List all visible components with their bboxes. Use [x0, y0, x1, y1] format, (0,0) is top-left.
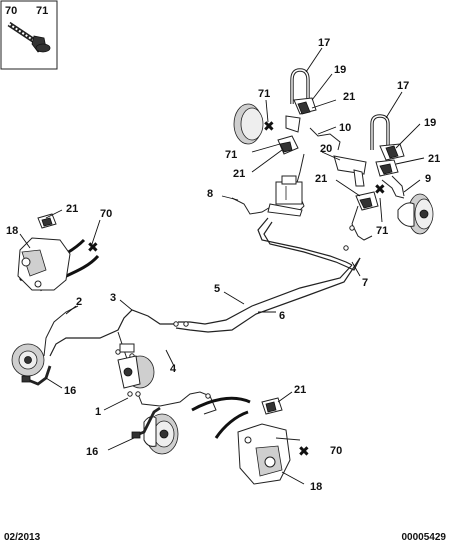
callout-2: 2	[76, 296, 82, 308]
callout-71-mid: 71	[225, 149, 237, 161]
leader-lines	[19, 47, 425, 485]
callout-21-right: 21	[428, 153, 440, 165]
rear-right-assembly	[333, 114, 434, 235]
pipe-7a	[257, 217, 353, 266]
bottom-wheel-assembly	[131, 406, 179, 455]
bolt-inset-box: 70 71	[0, 0, 58, 70]
hose-bottom	[191, 396, 251, 412]
callout-18-bottom: 18	[310, 481, 322, 493]
center-caliper	[117, 343, 155, 389]
abs-block	[267, 175, 303, 217]
callout-16-left: 16	[64, 385, 76, 397]
footer-reference: 00005429	[402, 532, 447, 543]
pipe-right-hose	[381, 179, 405, 199]
pipe-10-upper	[309, 127, 341, 151]
callout-1: 1	[95, 406, 101, 418]
pipe-6	[175, 257, 361, 333]
pipe-8	[231, 197, 273, 215]
callout-21-bottom: 21	[294, 384, 306, 396]
bolt-cross-icon: ✖	[374, 182, 386, 198]
callout-70-bottom: 70	[330, 445, 342, 457]
svg-text:✖: ✖	[374, 182, 386, 198]
callout-17-right: 17	[397, 80, 409, 92]
callout-16-bottom: 16	[86, 446, 98, 458]
pipe-5	[178, 264, 353, 325]
callout-70-box: 70	[5, 5, 17, 17]
front-right-assembly	[237, 397, 301, 485]
callout-71-right: 71	[376, 225, 388, 237]
callout-71-box: 71	[36, 5, 48, 17]
callout-21-left: 21	[66, 203, 78, 215]
bolt-cross-icon: ✖	[263, 119, 275, 135]
callout-6: 6	[279, 310, 285, 322]
callout-21-mid: 21	[315, 173, 327, 185]
bolt-markers: ✖ ✖ ✖ ✖	[87, 119, 386, 460]
callout-21-top-b: 21	[233, 168, 245, 180]
bolt-cross-icon: ✖	[298, 444, 310, 460]
callout-10: 10	[339, 122, 351, 134]
svg-text:✖: ✖	[87, 240, 99, 256]
pipe-3	[49, 309, 176, 357]
callout-7: 7	[362, 277, 368, 289]
callout-18-left: 18	[6, 225, 18, 237]
pipe-7b	[263, 221, 361, 271]
callout-21-top-a: 21	[343, 91, 355, 103]
callout-70-left: 70	[100, 208, 112, 220]
callout-9: 9	[425, 173, 431, 185]
callout-17-top: 17	[318, 37, 330, 49]
svg-text:✖: ✖	[298, 444, 310, 460]
callout-8: 8	[207, 188, 213, 200]
brake-pipes	[43, 127, 405, 415]
pipe-1	[137, 391, 217, 415]
rear-left-assembly	[233, 68, 317, 155]
callout-20: 20	[320, 143, 332, 155]
footer-date: 02/2013	[4, 532, 41, 543]
callout-5: 5	[214, 283, 220, 295]
pipe-2	[43, 305, 79, 357]
svg-text:✖: ✖	[263, 119, 275, 135]
callout-4: 4	[170, 363, 177, 375]
callout-71-top: 71	[258, 88, 270, 100]
front-left-assembly	[11, 213, 71, 386]
callout-3: 3	[110, 292, 116, 304]
hose-bottom-2	[214, 410, 249, 439]
bolt-icon	[7, 21, 51, 53]
callout-19-right: 19	[424, 117, 436, 129]
bolt-cross-icon: ✖	[87, 240, 99, 256]
callouts: 17 19 71 21 10 71 20 21 17 19 21 8 21 9 …	[6, 37, 440, 493]
callout-19-top: 19	[334, 64, 346, 76]
pipe-right-link	[351, 205, 373, 241]
